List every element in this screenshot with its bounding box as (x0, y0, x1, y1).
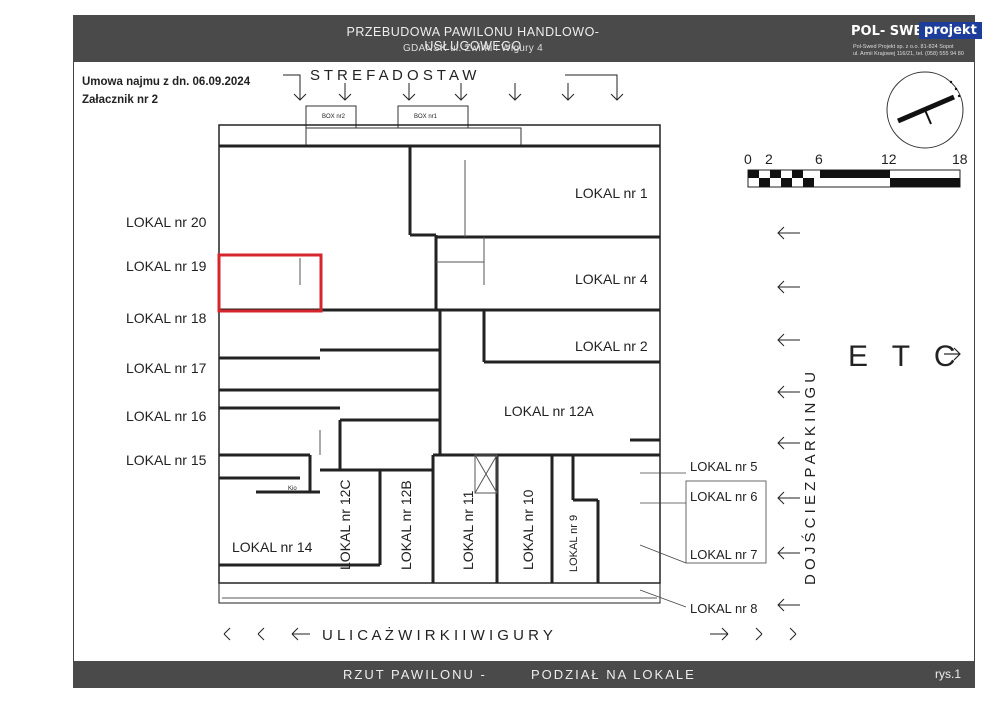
scale-label-18: 18 (952, 151, 968, 167)
scale-label-2: 2 (765, 151, 773, 167)
unit-10-label: LOKAL nr 10 (520, 489, 536, 570)
street-arrows (223, 627, 797, 641)
box1-label: BOX nr1 (414, 114, 438, 120)
footer-drawing-type: RZUT PAWILONU - (343, 667, 487, 682)
unit-18-label: LOKAL nr 18 (126, 310, 207, 326)
unit-12a-label: LOKAL nr 12A (504, 403, 594, 419)
scale-bar (747, 169, 961, 188)
unit-4-label: LOKAL nr 4 (575, 271, 648, 287)
company-logo-text: POL- SWED (851, 24, 934, 39)
unit-17-label: LOKAL nr 17 (126, 360, 207, 376)
company-contact: ul. Armii Krajowej 116/21, tel. (058) 55… (853, 51, 964, 57)
unit-16-label: LOKAL nr 16 (126, 408, 207, 424)
unit-8-label: LOKAL nr 8 (690, 601, 757, 616)
scale-label-0: 0 (744, 151, 752, 167)
scale-label-12: 12 (881, 151, 897, 167)
scale-label-6: 6 (815, 151, 823, 167)
unit-14-label: LOKAL nr 14 (232, 539, 313, 555)
unit-9-label: LOKAL nr 9 (568, 515, 580, 572)
title-bar: PRZEBUDOWA PAWILONU HANDLOWO-USŁUGOWEGO … (73, 15, 982, 62)
highlighted-unit-19[interactable] (217, 253, 323, 313)
lease-note: Umowa najmu z dn. 06.09.2024 (82, 76, 251, 88)
delivery-zone-label: S T R E F A D O S T A W (310, 67, 477, 84)
footer-drawing-number: rys.1 (935, 667, 962, 681)
interior-walls (219, 146, 660, 583)
footer-drawing-title: PODZIAŁ NA LOKALE (531, 667, 696, 682)
company-address: Pol-Swed Projekt sp. z o.o. 81-824 Sopot (853, 44, 954, 50)
unit-11-label: LOKAL nr 11 (460, 490, 476, 570)
unit-15-label: LOKAL nr 15 (126, 452, 207, 468)
north-arrow-icon (886, 71, 964, 149)
company-logo-box: projekt (919, 22, 982, 39)
unit-5-label: LOKAL nr 5 (690, 459, 757, 474)
delivery-arrows (283, 74, 624, 101)
project-address: GDAŃSK ul. Żwirki i Wigury 4 (402, 43, 544, 54)
kiosk-label: Kio (288, 486, 297, 492)
footer-bar: RZUT PAWILONU - PODZIAŁ NA LOKALE rys.1 (73, 661, 975, 688)
parking-access-label: D O J Ś C I E Z P A R K I N G U (801, 372, 819, 585)
unit-6-label: LOKAL nr 6 (690, 489, 757, 504)
building-walls (218, 124, 661, 604)
etc-label: E T C (848, 340, 964, 373)
project-title: PRZEBUDOWA PAWILONU HANDLOWO-USŁUGOWEGO (346, 25, 600, 53)
box2-label: BOX nr2 (322, 114, 346, 120)
street-label: U L I C A Ż W I R K I I W I G U R Y (322, 626, 553, 644)
parking-arrows (777, 226, 800, 612)
unit-19-label: LOKAL nr 19 (126, 258, 207, 274)
unit-1-label: LOKAL nr 1 (575, 185, 648, 201)
unit-12b-label: LOKAL nr 12B (398, 480, 414, 570)
unit-7-label: LOKAL nr 7 (690, 547, 757, 562)
attachment-note: Załacznik nr 2 (82, 94, 159, 106)
unit-12c-label: LOKAL nr 12C (337, 479, 353, 570)
unit-20-label: LOKAL nr 20 (126, 214, 207, 230)
unit-2-label: LOKAL nr 2 (575, 338, 648, 354)
